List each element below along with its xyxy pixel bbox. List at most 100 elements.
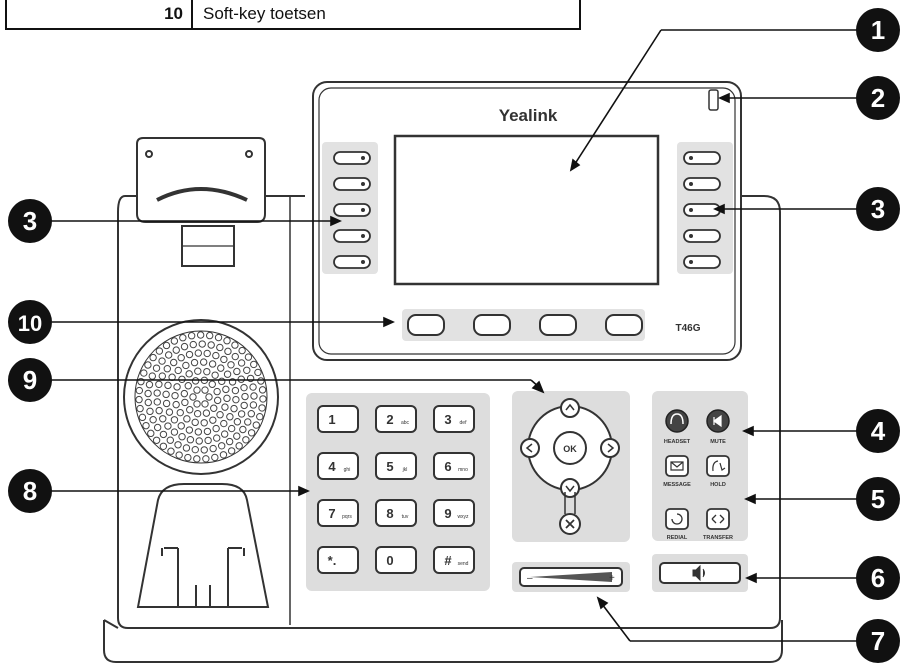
- line-key-right[interactable]: [683, 177, 721, 191]
- callout-number: 3: [871, 194, 885, 224]
- mute-button[interactable]: [706, 409, 730, 433]
- keypad-letters: wxyz: [457, 514, 469, 520]
- line-key-right[interactable]: [683, 229, 721, 243]
- line-key-left[interactable]: [333, 151, 371, 165]
- keypad-key[interactable]: 8 tuv: [375, 499, 417, 527]
- keypad-digit: 6: [444, 459, 451, 474]
- line-key-left[interactable]: [333, 177, 371, 191]
- callout-badge: 5: [856, 477, 900, 521]
- chevron-left-icon: [525, 443, 533, 453]
- soft-key[interactable]: [539, 314, 577, 336]
- callout-badge: 10: [8, 300, 52, 344]
- chevron-up-icon: [565, 403, 575, 411]
- right-line-keys: [683, 151, 721, 269]
- callout-badge: 4: [856, 409, 900, 453]
- callout-badge: 1: [856, 8, 900, 52]
- keypad-letters: pqrs: [342, 514, 352, 520]
- keypad-key[interactable]: *.: [317, 546, 359, 574]
- line-key-left[interactable]: [333, 229, 371, 243]
- speakerphone-button[interactable]: [659, 562, 741, 584]
- keypad-key[interactable]: 0: [375, 546, 417, 574]
- speaker-grille: [123, 319, 279, 475]
- plus-icon: +: [609, 573, 615, 584]
- keypad-key[interactable]: 1: [317, 405, 359, 433]
- keypad-digit: 8: [386, 506, 393, 521]
- headset-icon: [670, 413, 684, 425]
- message-button[interactable]: [665, 455, 689, 477]
- soft-key[interactable]: [473, 314, 511, 336]
- callout-number: 4: [871, 416, 886, 446]
- keypad-letters: tuv: [402, 514, 409, 520]
- message-label: MESSAGE: [663, 482, 691, 488]
- callout-badge: 3: [8, 199, 52, 243]
- keypad-panel: [306, 393, 490, 591]
- line-key-left[interactable]: [333, 255, 371, 269]
- callout-number: 2: [871, 83, 885, 113]
- mute-label: MUTE: [710, 439, 726, 445]
- keypad-digit: *.: [328, 553, 337, 568]
- soft-key-panel: [402, 309, 645, 341]
- chevron-down-icon: [565, 485, 575, 493]
- transfer-label: TRANSFER: [703, 535, 733, 541]
- navigation-cluster: OK: [520, 398, 620, 535]
- redial-label: REDIAL: [667, 535, 688, 541]
- keypad-letters: def: [460, 420, 468, 426]
- left-line-keys: [333, 151, 371, 269]
- nav-left-button[interactable]: [520, 438, 540, 458]
- ok-label: OK: [563, 444, 577, 454]
- line-key-right[interactable]: [683, 151, 721, 165]
- soft-key[interactable]: [605, 314, 643, 336]
- legend-row: 10 Soft-key toetsen: [5, 0, 581, 30]
- power-led: [708, 89, 719, 111]
- line-key-right[interactable]: [683, 255, 721, 269]
- soft-keys: [407, 314, 643, 336]
- keypad-key[interactable]: # send: [433, 546, 475, 574]
- keypad-letters: jkl: [402, 467, 408, 473]
- ok-button[interactable]: [553, 431, 587, 465]
- nav-up-button[interactable]: [560, 398, 580, 418]
- soft-key[interactable]: [407, 314, 445, 336]
- headset-label: HEADSET: [664, 439, 691, 445]
- keypad-digit: 0: [386, 553, 393, 568]
- volume-bar[interactable]: – +: [519, 567, 623, 587]
- chevron-right-icon: [607, 443, 615, 453]
- callout-number: 5: [871, 484, 885, 514]
- nav-right-button[interactable]: [600, 438, 620, 458]
- callout-number: 1: [871, 15, 885, 45]
- callout-number: 7: [871, 626, 885, 656]
- legend-text: Soft-key toetsen: [203, 4, 326, 23]
- line-key-left[interactable]: [333, 203, 371, 217]
- transfer-icon: [711, 514, 725, 524]
- headset-button[interactable]: [665, 409, 689, 433]
- handset-hook: [136, 137, 266, 267]
- minus-icon: –: [527, 573, 533, 584]
- keypad-digit: #: [444, 553, 452, 568]
- envelope-icon: [670, 461, 684, 471]
- redial-button[interactable]: [665, 508, 689, 530]
- line-key-right[interactable]: [683, 203, 721, 217]
- redial-icon: [671, 513, 683, 525]
- keypad-letters: ghi: [344, 467, 351, 473]
- callout-badge: 7: [856, 619, 900, 663]
- transfer-button[interactable]: [706, 508, 730, 530]
- callout-badge: 8: [8, 469, 52, 513]
- hold-icon: [712, 460, 726, 472]
- callout-number: 10: [18, 311, 42, 336]
- nav-down-button[interactable]: [560, 478, 580, 498]
- hold-label: HOLD: [710, 482, 726, 488]
- keypad-letters: abc: [401, 420, 410, 426]
- keypad-letters: send: [458, 561, 469, 567]
- hold-button[interactable]: [706, 455, 730, 477]
- callout-number: 9: [23, 365, 37, 395]
- close-icon: [565, 519, 575, 529]
